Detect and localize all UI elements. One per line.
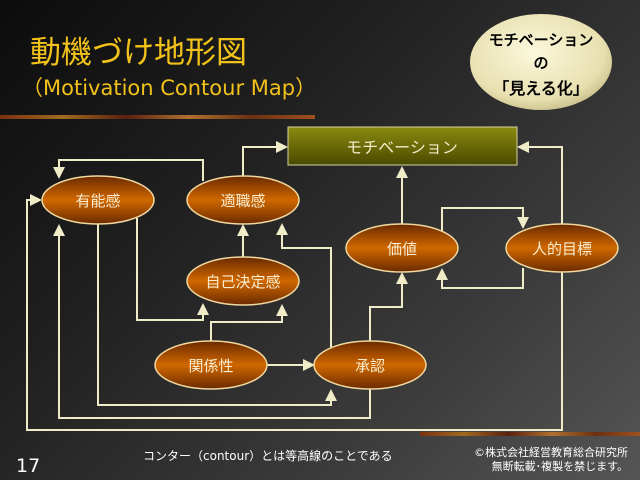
node-recognition-label: 承認 — [355, 357, 385, 375]
node-autonomy-label: 自己決定感 — [205, 273, 280, 291]
copyright-line1: ©株式会社経営教育総合研究所 — [474, 445, 628, 459]
node-fit-label: 適職感 — [220, 192, 265, 210]
node-relatedness: 関係性 — [154, 340, 268, 390]
node-competence: 有能感 — [41, 175, 155, 225]
slide-title: 動機づけ地形図 — [30, 35, 247, 71]
node-relatedness-label: 関係性 — [188, 357, 233, 375]
node-personal-goal: 人的目標 — [505, 223, 619, 273]
node-fit: 適職感 — [186, 175, 300, 225]
node-autonomy: 自己決定感 — [186, 256, 300, 306]
footer-note: コンター（contour）とは等高線のことである — [143, 448, 393, 463]
badge-line2: の — [533, 54, 548, 72]
decor-strip-bottom — [420, 432, 640, 436]
node-competence-label: 有能感 — [75, 192, 120, 210]
node-personal-goal-label: 人的目標 — [532, 240, 592, 258]
badge-line3: 「見える化」 — [493, 79, 589, 98]
page-number: 17 — [16, 455, 40, 477]
visualization-badge: モチベーション の 「見える化」 — [470, 14, 612, 110]
badge-line1: モチベーション — [489, 31, 594, 49]
motivation-label: モチベーション — [346, 138, 458, 157]
node-value: 価値 — [345, 223, 459, 273]
node-recognition: 承認 — [313, 340, 427, 390]
node-value-label: 価値 — [387, 240, 417, 258]
decor-strip-top — [0, 115, 315, 119]
slide-subtitle: （Motivation Contour Map） — [22, 76, 316, 100]
motivation-box: モチベーション — [287, 126, 518, 166]
copyright-line2: 無断転載･複製を禁じます。 — [492, 459, 628, 473]
connectors — [26, 141, 563, 431]
